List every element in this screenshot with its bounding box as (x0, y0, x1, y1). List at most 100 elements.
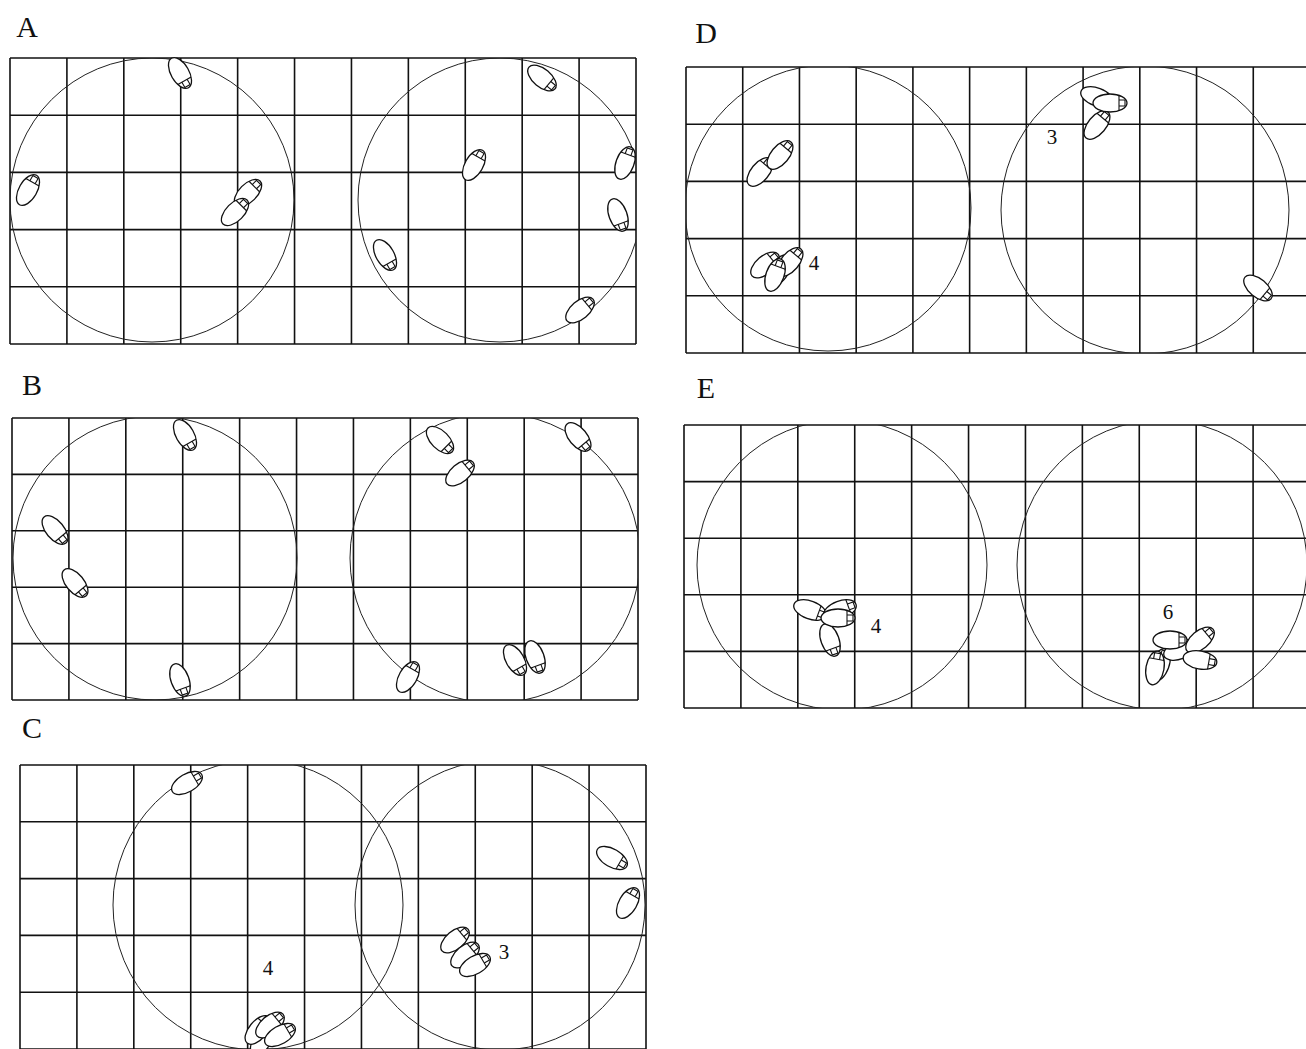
grid-line (683, 425, 685, 708)
arena-panel (10, 54, 642, 344)
grid-line (1082, 425, 1084, 708)
grid-line (125, 418, 127, 700)
larva-symbol (392, 658, 425, 696)
larva-symbol (168, 767, 206, 800)
grid-line (686, 352, 1306, 354)
grid-line (684, 707, 1306, 709)
count-number: 6 (1162, 602, 1175, 623)
grid-line (418, 765, 420, 1049)
grid-line (10, 229, 636, 231)
grid-line (686, 66, 1306, 68)
count-number: 4 (808, 253, 821, 274)
larva-symbol (37, 511, 73, 549)
grid-line (12, 474, 638, 476)
grid-line (684, 424, 1306, 426)
grid-line (190, 765, 192, 1049)
larva-symbol (611, 144, 640, 182)
grid-line (854, 425, 856, 708)
larva-symbol (369, 236, 402, 274)
arena-circle (350, 418, 638, 700)
larva-symbol (422, 422, 459, 459)
grid-line (684, 651, 1306, 653)
larva-symbol (57, 564, 93, 602)
larva-symbol (604, 196, 633, 234)
larva-symbol (1239, 270, 1277, 306)
grid-line (10, 286, 636, 288)
larva-symbol (561, 292, 599, 328)
larva-symbol (456, 949, 494, 982)
grid-line (353, 418, 355, 700)
larva-symbol (1182, 648, 1219, 672)
larva-symbol (1153, 631, 1187, 649)
arena-circle (13, 418, 297, 700)
count-number: 4 (262, 958, 275, 979)
larva-symbol (1093, 94, 1127, 112)
larva-symbol (762, 136, 798, 174)
grid-line (1025, 425, 1027, 708)
arena-panel (684, 420, 1306, 710)
grid-line (76, 765, 78, 1049)
grid-line (408, 58, 410, 344)
grid-line (20, 764, 646, 766)
larva-symbol (12, 171, 45, 209)
grid-line (19, 765, 21, 1049)
grid-line (1139, 67, 1141, 353)
grid-line (797, 425, 799, 708)
larva-symbol (821, 609, 855, 627)
grid-line (10, 172, 636, 174)
grid-line (182, 418, 184, 700)
grid-line (12, 530, 638, 532)
arena-circle (1017, 425, 1306, 708)
arena-circle (358, 58, 636, 342)
panel-letter: C (22, 713, 42, 743)
grid-line (685, 67, 687, 353)
arena-panel (20, 760, 646, 1049)
grid-line (20, 1048, 646, 1049)
grid-line (855, 67, 857, 353)
arena-circle (686, 67, 971, 351)
grid-line (20, 935, 646, 937)
grid-line (588, 765, 590, 1049)
grid-line (410, 418, 412, 700)
grid-line (969, 67, 971, 353)
grid-line (1082, 67, 1084, 353)
grid-line (20, 878, 646, 880)
larva-symbol (164, 54, 197, 92)
grid-line (464, 58, 466, 344)
count-number: 3 (498, 942, 511, 963)
grid-line (684, 537, 1306, 539)
grid-line (12, 586, 638, 588)
arena-circle (1001, 67, 1289, 353)
panel-letter: B (22, 370, 42, 400)
grid-line (686, 238, 1306, 240)
grid-line (742, 67, 744, 353)
grid-line (20, 821, 646, 823)
grid-line (1196, 67, 1198, 353)
grid-line (686, 181, 1306, 183)
grid-line (1252, 67, 1254, 353)
larva-symbol (521, 638, 550, 676)
grid-line (521, 58, 523, 344)
grid-line (740, 425, 742, 708)
grid-line (123, 58, 125, 344)
larva-symbol (261, 1019, 299, 1049)
grid-line (912, 67, 914, 353)
grid-line (799, 67, 801, 353)
grid-line (635, 58, 637, 344)
grid-line (686, 295, 1306, 297)
larva-symbol (761, 256, 790, 294)
grid-line (10, 114, 636, 116)
arena-panel (685, 65, 1306, 354)
larva-symbol (169, 416, 202, 454)
grid-line (580, 418, 582, 700)
larva-symbol (593, 842, 631, 875)
arena-circle (355, 765, 645, 1049)
grid-line (637, 418, 639, 700)
grid-line (1026, 67, 1028, 353)
grid-line (12, 699, 638, 701)
panel-letter: D (695, 18, 717, 48)
grid-line (686, 123, 1306, 125)
arena-circle (697, 425, 987, 708)
grid-line (239, 418, 241, 700)
